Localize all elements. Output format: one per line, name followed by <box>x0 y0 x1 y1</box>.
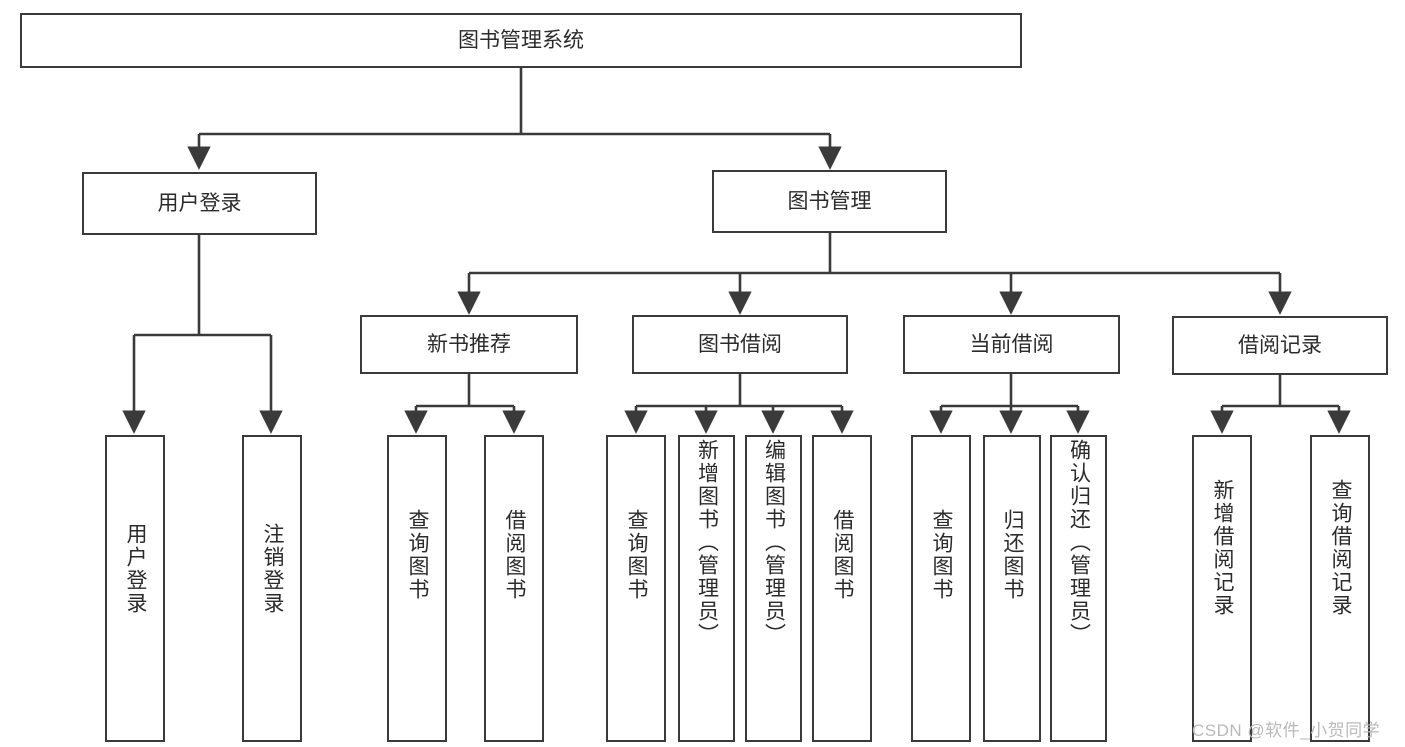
node-root[interactable]: 图书管理系统 <box>20 13 1022 68</box>
node-book-manage[interactable]: 图书管理 <box>712 170 947 233</box>
node-current-borrow[interactable]: 当前借阅 <box>903 315 1120 374</box>
leaf-user-login-label: 用户登录 <box>124 523 148 615</box>
leaf-return-book[interactable]: 归还图书 <box>983 435 1041 742</box>
node-root-label: 图书管理系统 <box>458 28 584 52</box>
leaf-query-book-1-label: 查询图书 <box>406 509 430 601</box>
node-borrow-record-label: 借阅记录 <box>1238 333 1322 357</box>
leaf-user-login[interactable]: 用户登录 <box>105 435 165 742</box>
leaf-user-logout[interactable]: 注销登录 <box>242 435 302 742</box>
leaf-confirm-return-label: 确认归还（管理员） <box>1067 439 1091 646</box>
leaf-add-book[interactable]: 新增图书（管理员） <box>678 435 735 742</box>
leaf-add-record-label: 新增借阅记录 <box>1211 479 1235 617</box>
leaf-query-book-1[interactable]: 查询图书 <box>387 435 447 742</box>
leaf-borrow-book-2-label: 借阅图书 <box>831 509 855 601</box>
leaf-user-logout-label: 注销登录 <box>261 523 285 615</box>
leaf-add-book-label: 新增图书（管理员） <box>695 439 719 646</box>
csdn-watermark: CSDN @软件_小贺同学 <box>1192 721 1381 740</box>
node-borrow-record[interactable]: 借阅记录 <box>1172 316 1388 375</box>
node-book-borrow[interactable]: 图书借阅 <box>632 315 848 374</box>
leaf-confirm-return[interactable]: 确认归还（管理员） <box>1050 435 1107 742</box>
leaf-query-book-3-label: 查询图书 <box>930 509 954 601</box>
leaf-query-record[interactable]: 查询借阅记录 <box>1310 435 1370 742</box>
leaf-borrow-book-2[interactable]: 借阅图书 <box>812 435 872 742</box>
node-book-borrow-label: 图书借阅 <box>698 332 782 356</box>
node-new-book-rec[interactable]: 新书推荐 <box>360 315 578 374</box>
leaf-edit-book-label: 编辑图书（管理员） <box>762 439 786 646</box>
node-current-borrow-label: 当前借阅 <box>969 332 1054 356</box>
node-new-book-rec-label: 新书推荐 <box>427 332 511 356</box>
leaf-query-book-3[interactable]: 查询图书 <box>911 435 971 742</box>
leaf-query-book-2[interactable]: 查询图书 <box>606 435 666 742</box>
leaf-query-record-label: 查询借阅记录 <box>1329 479 1353 617</box>
leaf-borrow-book-1[interactable]: 借阅图书 <box>484 435 544 742</box>
leaf-borrow-book-1-label: 借阅图书 <box>503 509 527 601</box>
leaf-return-book-label: 归还图书 <box>1001 509 1025 601</box>
node-user-login[interactable]: 用户登录 <box>82 172 317 235</box>
leaf-query-book-2-label: 查询图书 <box>625 509 649 601</box>
leaf-add-record[interactable]: 新增借阅记录 <box>1192 435 1252 742</box>
leaf-edit-book[interactable]: 编辑图书（管理员） <box>745 435 802 742</box>
node-user-login-label: 用户登录 <box>157 191 242 215</box>
node-book-manage-label: 图书管理 <box>787 189 872 213</box>
